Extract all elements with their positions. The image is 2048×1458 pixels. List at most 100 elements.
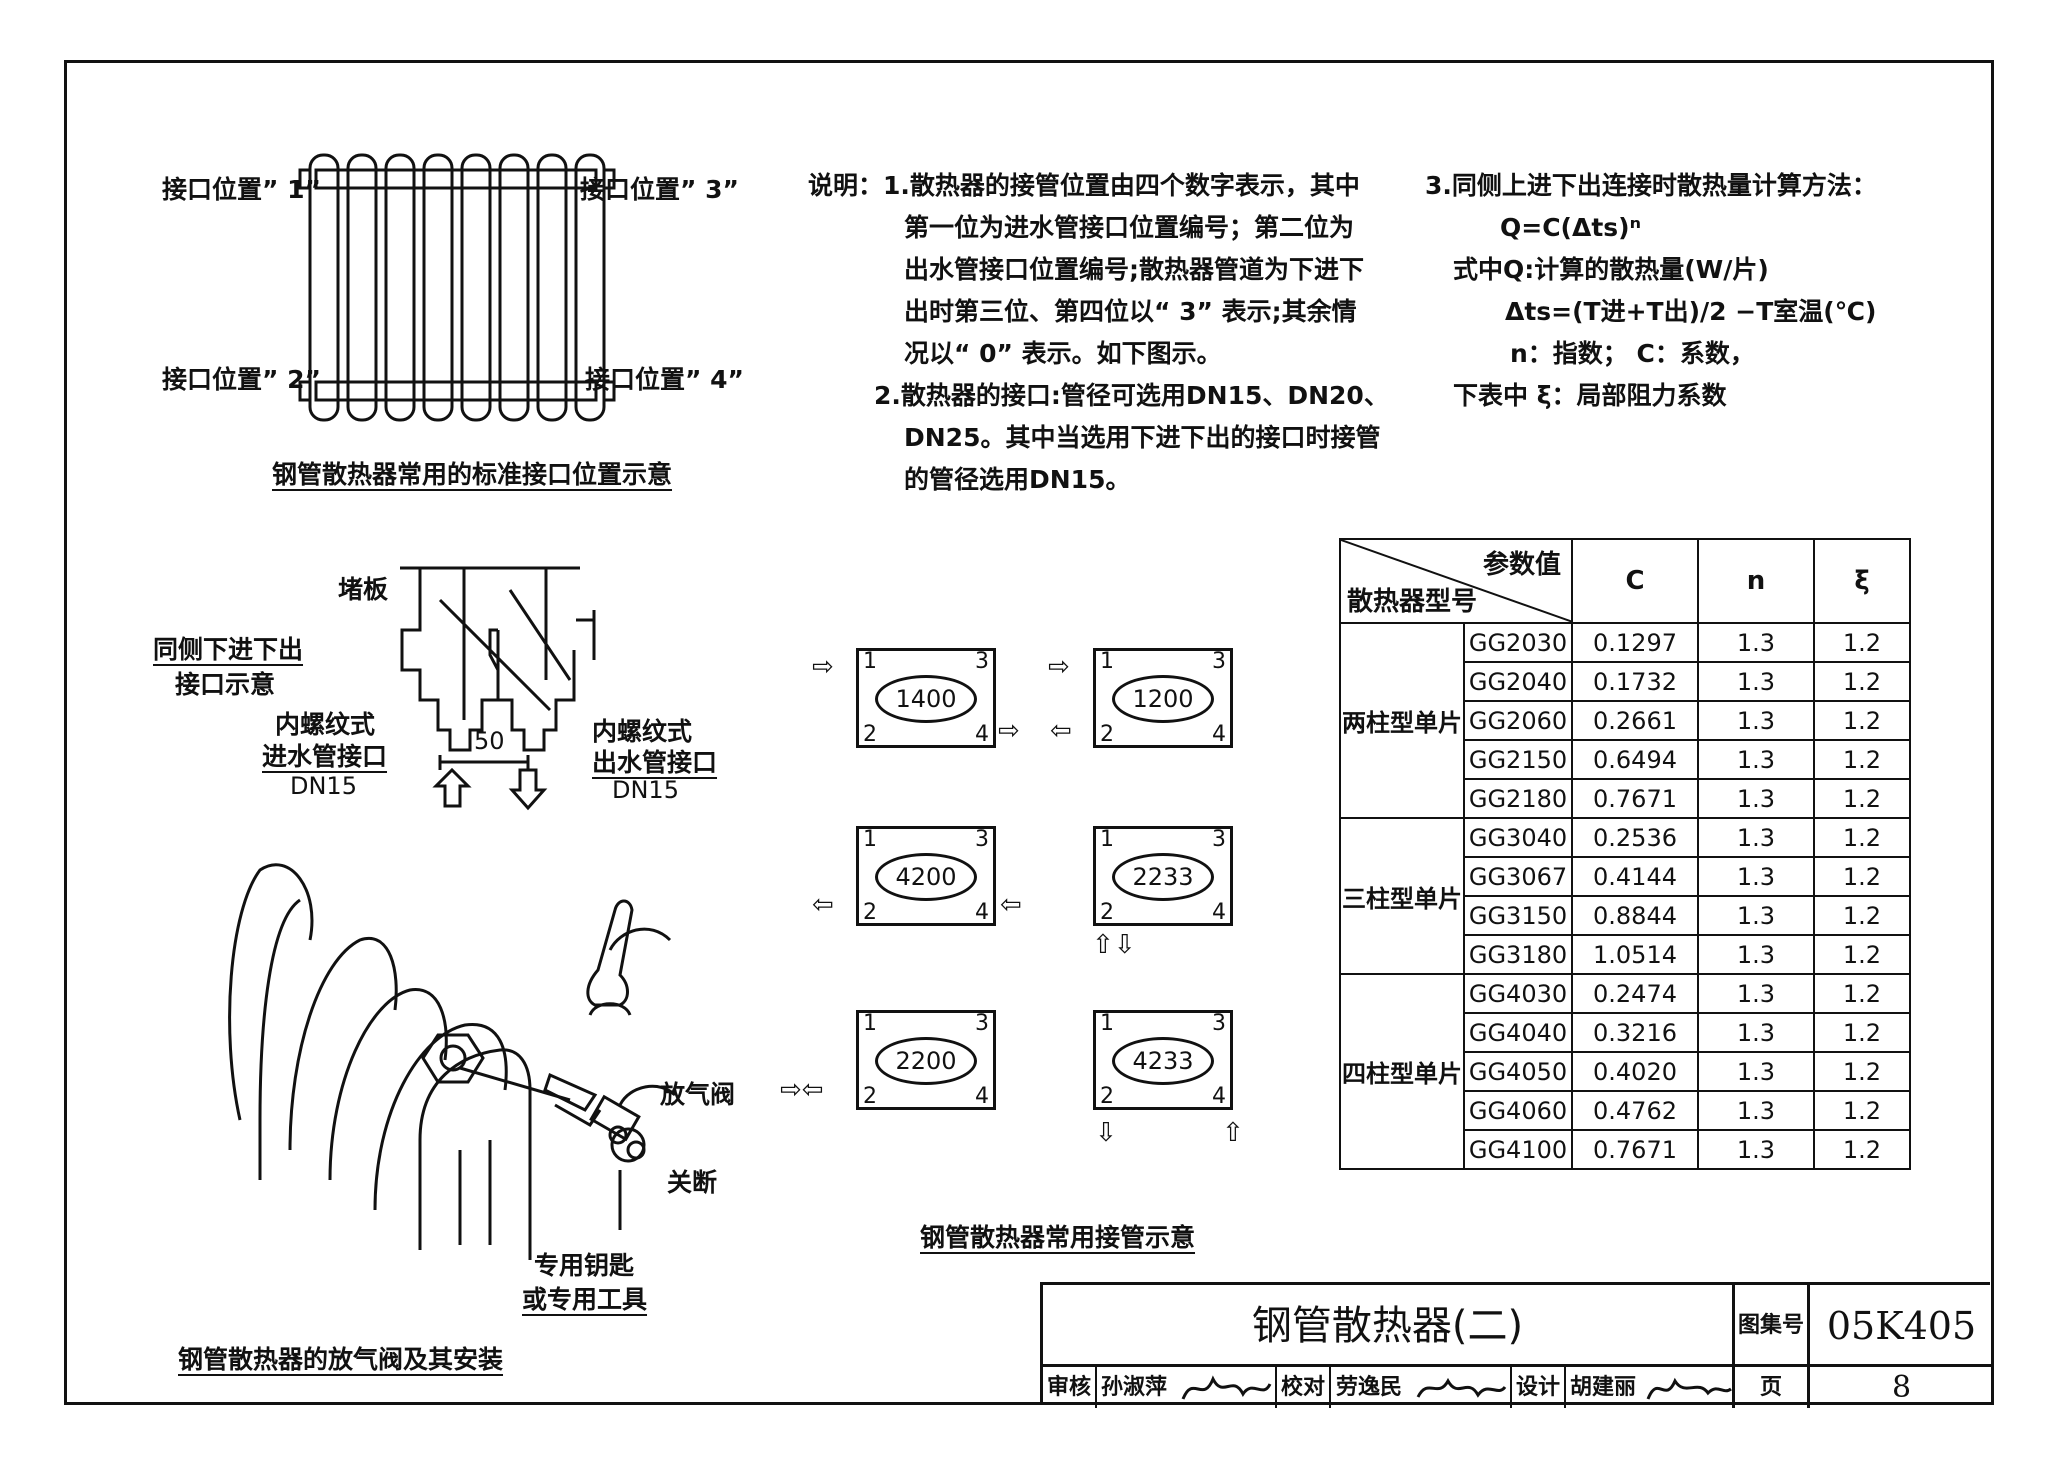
connection-code: 2200 — [875, 1037, 977, 1085]
design-signature — [1646, 1377, 1732, 1400]
outlet-label-2: 出水管接口 — [592, 748, 718, 777]
key-label-2: 或专用工具 — [522, 1285, 648, 1314]
connection-code: 4233 — [1112, 1037, 1214, 1085]
connection-corner-number: 1 — [1100, 1011, 1114, 1036]
connection-corner-number: 2 — [863, 1084, 877, 1109]
cell-n: 1.3 — [1697, 1051, 1815, 1092]
connection-corner-number: 1 — [863, 649, 877, 674]
cell-xi: 1.2 — [1813, 1090, 1911, 1131]
header-param-value: 参数值 — [1482, 550, 1561, 580]
same-side-sketch — [400, 566, 596, 811]
note1-line: 出时第三位、第四位以“ 3” 表示;其余情 — [904, 297, 1357, 326]
connection-corner-number: 1 — [1100, 649, 1114, 674]
cell-xi: 1.2 — [1813, 1012, 1911, 1053]
notes-formula-section: 3.同侧上进下出连接时散热量计算方法： Q=C(Δts)ⁿ 式中Q:计算的散热量… — [1425, 165, 1877, 417]
note2-line: 2.散热器的接口:管径可选用DN15、DN20、 — [874, 381, 1389, 410]
flow-arrow-icon: ⇧ — [1222, 1118, 1244, 1148]
connection-corner-number: 4 — [975, 900, 989, 925]
vent-valve-caption: 钢管散热器的放气阀及其安装 — [178, 1345, 504, 1374]
page-label: 页 — [1735, 1367, 1810, 1408]
note3-line: 式中Q:计算的散热量(W/片) — [1453, 255, 1769, 284]
vent-valve-sketch — [228, 863, 677, 1260]
connection-corner-number: 3 — [1212, 827, 1226, 852]
flow-arrow-icon: ⇧⇩ — [1092, 930, 1136, 960]
radiator-group-name: 四柱型单片 — [1339, 973, 1465, 1170]
connection-corner-number: 3 — [975, 1011, 989, 1036]
cell-model: GG2180 — [1463, 778, 1573, 819]
design-name: 胡建丽 — [1570, 1375, 1637, 1400]
cell-xi: 1.2 — [1813, 1129, 1911, 1170]
cell-n: 1.3 — [1697, 973, 1815, 1014]
header-n: n — [1697, 538, 1815, 624]
connection-corner-number: 2 — [1100, 900, 1114, 925]
header-c: C — [1571, 538, 1699, 624]
cell-c: 0.2474 — [1571, 973, 1699, 1014]
same-side-title-1: 同侧下进下出 — [153, 635, 304, 664]
cell-model: GG3040 — [1463, 817, 1573, 858]
check-signature — [1416, 1377, 1507, 1398]
note3-line: 下表中 ξ：局部阻力系数 — [1453, 381, 1727, 410]
review-label: 审核 — [1047, 1367, 1098, 1408]
cell-c: 0.7671 — [1571, 1129, 1699, 1170]
atlas-label: 图集号 — [1735, 1285, 1810, 1367]
cell-model: GG2060 — [1463, 700, 1573, 741]
cell-n: 1.3 — [1697, 934, 1815, 975]
connection-corner-number: 2 — [863, 722, 877, 747]
shutoff-label: 关断 — [667, 1168, 718, 1197]
connection-corner-number: 4 — [975, 1084, 989, 1109]
cell-n: 1.3 — [1697, 778, 1815, 819]
connection-corner-number: 4 — [1212, 1084, 1226, 1109]
atlas-number: 05K405 — [1810, 1285, 1993, 1367]
cell-n: 1.3 — [1697, 817, 1815, 858]
interface-position-3-label: 接口位置” 3” — [580, 175, 739, 204]
cell-xi: 1.2 — [1813, 973, 1911, 1014]
connection-corner-number: 3 — [975, 649, 989, 674]
radiator-group-name: 三柱型单片 — [1339, 817, 1465, 975]
cell-model: GG4050 — [1463, 1051, 1573, 1092]
flow-arrow-icon: ⇨⇦ — [780, 1075, 824, 1105]
cell-c: 0.3216 — [1571, 1012, 1699, 1053]
cell-c: 0.6494 — [1571, 739, 1699, 780]
cell-model: GG3150 — [1463, 895, 1573, 936]
header-xi: ξ — [1813, 538, 1911, 624]
connection-code: 1400 — [875, 675, 977, 723]
connection-corner-number: 3 — [1212, 649, 1226, 674]
note2-line: DN25。其中当选用下进下出的接口时接管 — [904, 423, 1381, 452]
same-side-title-2: 接口示意 — [175, 670, 276, 699]
cell-c: 0.8844 — [1571, 895, 1699, 936]
note1-line: 说明：1.散热器的接管位置由四个数字表示，其中 — [808, 171, 1360, 200]
flow-arrow-icon: ⇩ — [1095, 1118, 1117, 1148]
connection-corner-number: 1 — [863, 827, 877, 852]
diagonal-header: 参数值 散热器型号 — [1339, 538, 1573, 624]
connection-code: 4200 — [875, 853, 977, 901]
flow-arrow-icon: ⇨ — [1048, 652, 1070, 682]
cell-model: GG2040 — [1463, 661, 1573, 702]
inlet-size: DN15 — [290, 772, 357, 800]
cell-model: GG4030 — [1463, 973, 1573, 1014]
cell-n: 1.3 — [1697, 895, 1815, 936]
inlet-label-2: 进水管接口 — [262, 742, 388, 771]
review-signature — [1181, 1375, 1272, 1400]
connection-caption: 钢管散热器常用接管示意 — [920, 1223, 1196, 1252]
cell-model: GG2150 — [1463, 739, 1573, 780]
note3-line: n：指数； C：系数， — [1510, 339, 1755, 368]
cell-xi: 1.2 — [1813, 661, 1911, 702]
cell-n: 1.3 — [1697, 1090, 1815, 1131]
interface-position-caption: 钢管散热器常用的标准接口位置示意 — [272, 460, 673, 489]
cell-xi: 1.2 — [1813, 700, 1911, 741]
cell-c: 1.0514 — [1571, 934, 1699, 975]
connection-corner-number: 3 — [975, 827, 989, 852]
cell-model: GG4040 — [1463, 1012, 1573, 1053]
cell-xi: 1.2 — [1813, 895, 1911, 936]
